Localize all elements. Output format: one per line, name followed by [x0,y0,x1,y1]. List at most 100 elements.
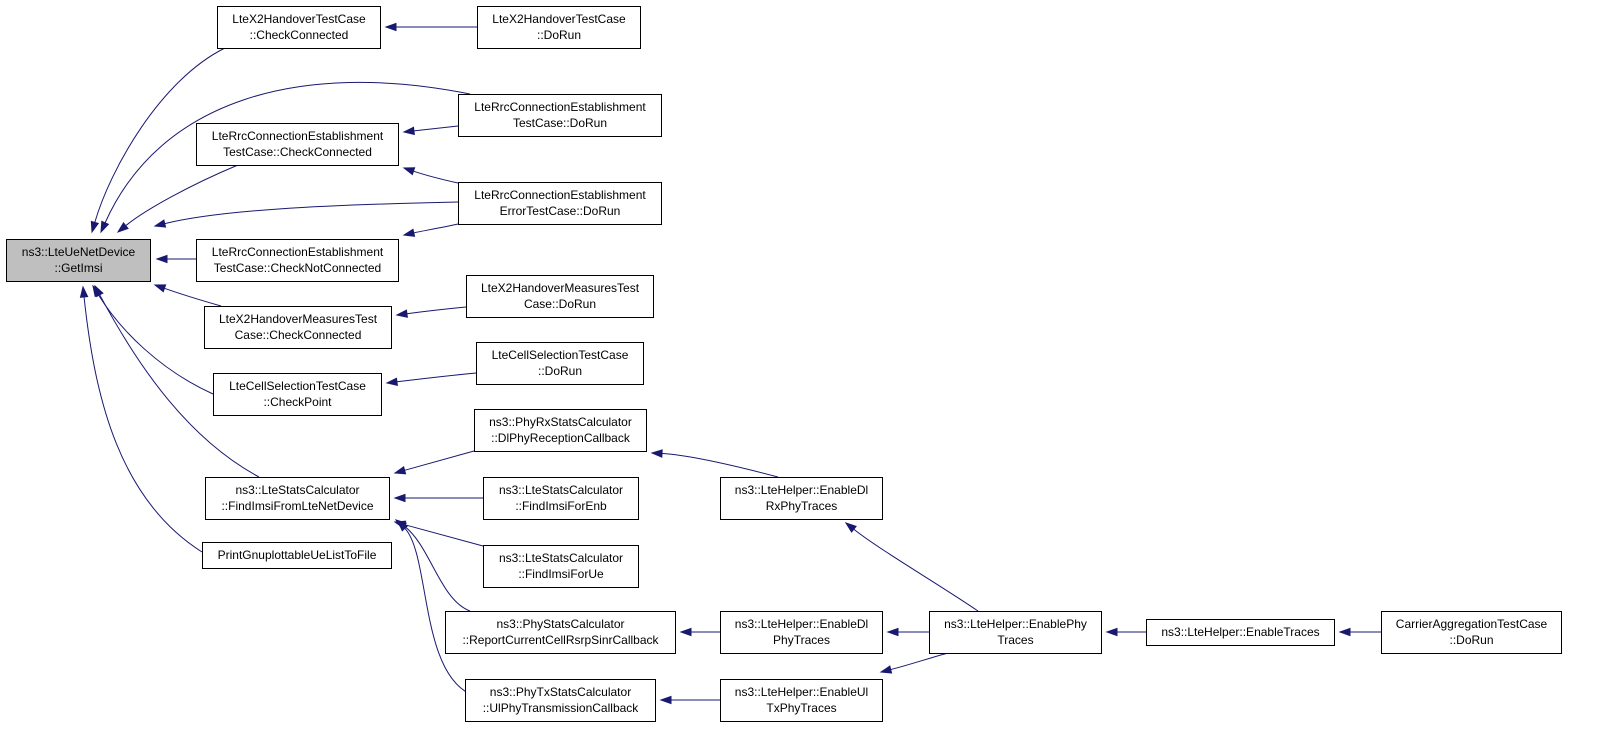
node-label-line: TestCase::CheckConnected [223,145,372,159]
node-root[interactable]: ns3::LteUeNetDevice::GetImsi [6,239,151,282]
arrowhead-icon [395,309,408,318]
node-rrc_run[interactable]: LteRrcConnectionEstablishmentTestCase::D… [458,94,662,137]
node-ca_run[interactable]: CarrierAggregationTestCase::DoRun [1381,611,1562,654]
node-box [720,611,883,654]
node-x2m_cc[interactable]: LteX2HandoverMeasuresTestCase::CheckConn… [204,306,392,349]
edge-line [406,306,467,315]
node-rrc_cc[interactable]: LteRrcConnectionEstablishmentTestCase::C… [196,123,399,166]
node-rx_dl[interactable]: ns3::PhyRxStatsCalculator::DlPhyReceptio… [474,409,647,452]
node-rrc_cnc[interactable]: LteRrcConnectionEstablishmentTestCase::C… [196,239,399,282]
node-label-line: LteRrcConnectionEstablishment [212,245,384,259]
arrowhead-icon [659,695,672,705]
arrowhead-icon [393,493,406,503]
edge-find_enb-to-stats_find [393,493,483,503]
node-x2h_cc[interactable]: LteX2HandoverTestCase::CheckConnected [217,6,381,49]
edge-line [164,287,222,307]
node-label-line: TxPhyTraces [766,701,836,715]
node-box [6,239,151,282]
node-box [202,542,392,569]
edge-line [404,527,471,695]
edge-line [661,453,779,478]
arrowhead-icon [385,377,398,387]
node-x2h_run[interactable]: LteX2HandoverTestCase::DoRun [477,6,641,49]
edge-line [413,223,459,234]
edge-en_ul_tx-to-tx_ul [659,695,720,705]
node-label-line: ns3::LteStatsCalculator [235,483,359,497]
node-box [458,94,662,137]
edge-line [99,294,260,478]
node-find_ue[interactable]: ns3::LteStatsCalculator::FindImsiForUe [483,545,639,588]
node-label-line: RxPhyTraces [766,499,838,513]
node-label-line: ns3::LteHelper::EnablePhy [944,617,1087,631]
edge-x2m_run-to-x2m_cc [395,306,467,318]
edge-line [94,47,226,223]
node-box [204,306,392,349]
node-box [476,342,644,385]
node-label-line: TestCase::CheckNotConnected [214,261,381,275]
edge-ca_run-to-en_traces [1338,627,1382,637]
node-box [477,6,641,49]
node-tx_ul[interactable]: ns3::PhyTxStatsCalculator::UlPhyTransmis… [465,679,656,722]
node-print_gnu[interactable]: PrintGnuplottableUeListToFile [202,542,392,569]
node-label-line: LteX2HandoverTestCase [492,12,626,26]
node-find_enb[interactable]: ns3::LteStatsCalculator::FindImsiForEnb [483,477,639,520]
node-rrc_err_run[interactable]: LteRrcConnectionEstablishmentErrorTestCa… [458,182,662,225]
arrowhead-icon [844,522,857,533]
edge-line [404,524,484,547]
node-label-line: LteX2HandoverMeasuresTest [219,312,378,326]
node-label-line: ::DlPhyReceptionCallback [491,431,631,445]
edge-line [83,296,203,553]
node-cs_run[interactable]: LteCellSelectionTestCase::DoRun [476,342,644,385]
node-stats_find[interactable]: ns3::LteStatsCalculator::FindImsiFromLte… [205,477,390,520]
node-label-line: ::DoRun [537,28,581,42]
arrowhead-icon [100,220,110,234]
arrowhead-icon [396,519,409,532]
edge-rrc_cnc-to-root [155,254,196,264]
edge-print_gnu-to-root [79,285,203,553]
edge-rrc_cc-to-root [116,164,239,233]
node-label-line: PhyTraces [773,633,830,647]
node-phy_stats[interactable]: ns3::PhyStatsCalculator::ReportCurrentCe… [445,611,676,654]
node-label-line: ns3::PhyTxStatsCalculator [490,685,631,699]
edge-line [404,450,475,471]
edge-line [413,170,459,184]
node-label-line: ns3::LteHelper::EnableTraces [1161,625,1319,639]
edge-line [853,528,979,612]
node-label-line: ns3::LteStatsCalculator [499,483,623,497]
node-label-line: LteCellSelectionTestCase [229,379,366,393]
node-label-line: ::GetImsi [54,261,102,275]
edge-x2h_cc-to-root [90,47,226,234]
node-label-line: ::FindImsiForUe [518,567,604,581]
node-label-line: Traces [997,633,1033,647]
edge-en_dl_phy-to-phy_stats [679,627,721,637]
node-label-line: ns3::PhyStatsCalculator [496,617,624,631]
node-label-line: ns3::PhyRxStatsCalculator [489,415,632,429]
node-box [458,182,662,225]
nodes-layer: ns3::LteUeNetDevice::GetImsiLteX2Handove… [6,6,1562,722]
arrowhead-icon [1105,627,1118,637]
node-cs_cp[interactable]: LteCellSelectionTestCase::CheckPoint [213,373,382,416]
arrowhead-icon [155,254,168,264]
node-label-line: LteX2HandoverTestCase [232,12,366,26]
arrowhead-icon [90,220,100,234]
arrowhead-icon [94,284,104,298]
arrowhead-icon [402,126,415,136]
arrowhead-icon [402,228,416,237]
node-box [213,373,382,416]
edge-line [104,81,471,224]
node-label-line: ::ReportCurrentCellRsrpSinrCallback [462,633,659,647]
edge-line [403,525,471,612]
node-label-line: LteX2HandoverMeasuresTest [481,281,640,295]
arrowhead-icon [153,284,167,293]
node-box [196,123,399,166]
node-box [205,477,390,520]
node-en_traces[interactable]: ns3::LteHelper::EnableTraces [1146,619,1335,646]
node-label-line: ::DoRun [1449,633,1493,647]
node-label-line: ::FindImsiForEnb [515,499,607,513]
